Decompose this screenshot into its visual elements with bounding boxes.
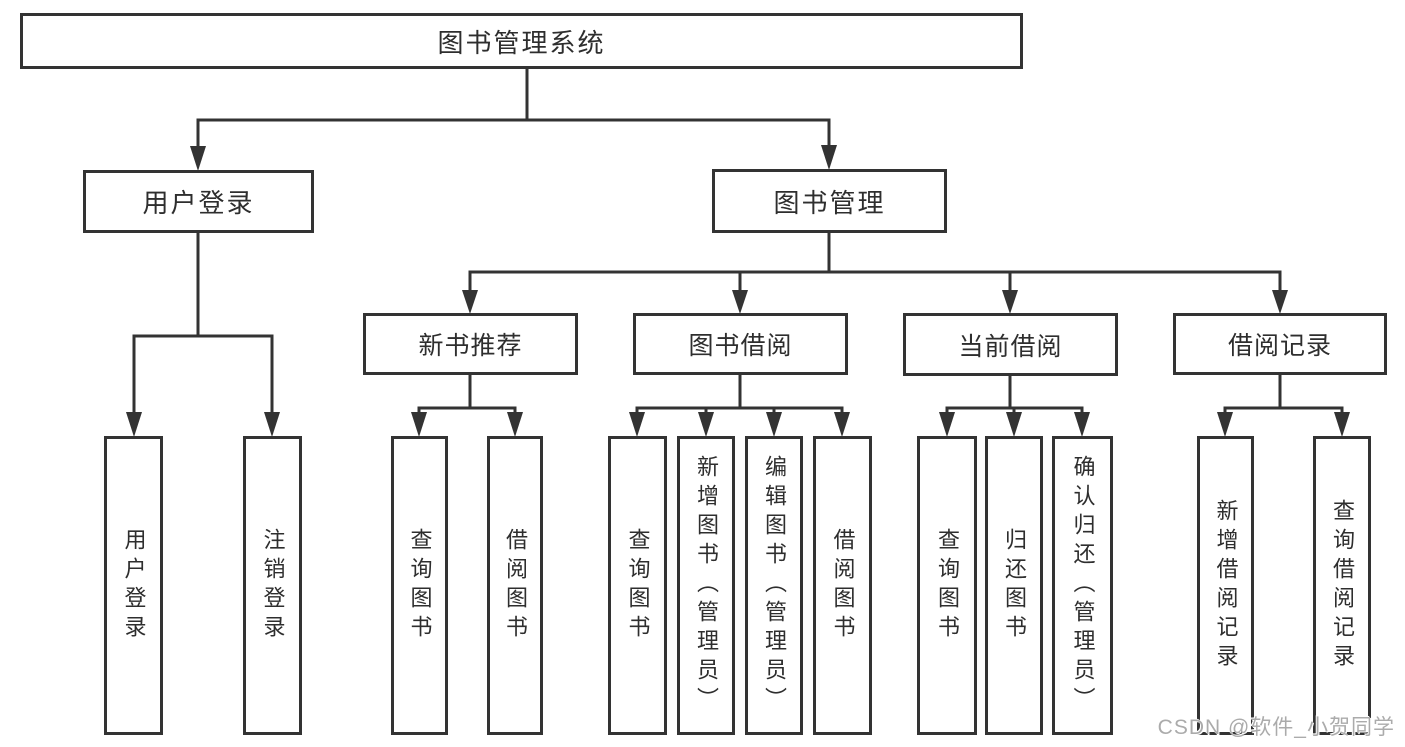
leaf-query-book-1: 查询图书	[391, 436, 448, 735]
node-new-book-recommend: 新书推荐	[363, 313, 578, 375]
arrowhead	[264, 412, 280, 437]
arrowhead	[507, 412, 523, 437]
connector-book-borrow	[635, 373, 844, 418]
node-book-management: 图书管理	[712, 169, 947, 233]
leaf-edit-book-admin: 编辑图书（管理员）	[745, 436, 803, 735]
node-borrow-record: 借阅记录	[1173, 313, 1387, 375]
node-label: 编辑图书（管理员）	[762, 455, 787, 716]
leaf-borrow-book-1: 借阅图书	[487, 436, 543, 735]
node-label: 查询图书	[625, 527, 651, 644]
leaf-query-book-2: 查询图书	[608, 436, 667, 735]
arrowhead	[1006, 412, 1022, 437]
node-book-borrow: 图书借阅	[633, 313, 848, 375]
arrowhead	[462, 290, 478, 314]
leaf-user-login: 用户登录	[104, 436, 163, 735]
arrowhead	[411, 412, 427, 437]
csdn-watermark: CSDN @软件_小贺同学	[1157, 716, 1395, 739]
node-current-borrow: 当前借阅	[903, 313, 1118, 376]
leaf-add-borrow-record: 新增借阅记录	[1197, 436, 1254, 735]
node-label: 查询图书	[935, 527, 960, 644]
connector-user-login	[132, 231, 274, 418]
node-label: 新增图书（管理员）	[694, 455, 719, 716]
connector-borrow-record	[1223, 373, 1344, 418]
leaf-confirm-return-admin: 确认归还（管理员）	[1052, 436, 1113, 735]
node-label: 新增借阅记录	[1213, 498, 1239, 673]
node-label: 归还图书	[1002, 527, 1027, 644]
leaf-query-book-3: 查询图书	[917, 436, 977, 735]
arrowhead	[190, 146, 206, 171]
node-label: 查询图书	[407, 527, 433, 644]
node-label: 借阅记录	[1227, 332, 1332, 360]
node-label: 查询借阅记录	[1330, 498, 1355, 673]
connector-root	[196, 67, 831, 152]
leaf-add-book-admin: 新增图书（管理员）	[677, 436, 735, 735]
node-root-library-system: 图书管理系统	[20, 13, 1023, 69]
node-label: 图书管理	[773, 187, 886, 218]
arrowhead	[766, 412, 782, 437]
connector-book-management	[468, 231, 1282, 296]
arrowhead	[629, 412, 645, 437]
node-label: 借阅图书	[503, 527, 528, 644]
node-label: 新书推荐	[418, 332, 523, 360]
node-label: 借阅图书	[830, 527, 856, 644]
arrowhead	[1272, 290, 1288, 314]
node-label: 确认归还（管理员）	[1070, 455, 1096, 716]
node-user-login: 用户登录	[83, 170, 314, 233]
node-label: 注销登录	[260, 527, 286, 644]
arrowhead	[939, 412, 955, 437]
leaf-return-book: 归还图书	[985, 436, 1043, 735]
arrowhead	[1074, 412, 1090, 437]
connector-new-book	[417, 373, 517, 418]
arrowhead	[821, 145, 837, 170]
leaf-query-borrow-record: 查询借阅记录	[1313, 436, 1371, 735]
arrowhead	[698, 412, 714, 437]
node-label: 用户登录	[121, 527, 147, 644]
arrowhead	[834, 412, 850, 437]
arrowhead	[126, 412, 142, 437]
arrowhead	[1334, 412, 1350, 437]
node-label: 当前借阅	[958, 332, 1063, 361]
node-label: 图书借阅	[688, 332, 793, 360]
leaf-borrow-book-2: 借阅图书	[813, 436, 872, 735]
arrowhead	[1002, 290, 1018, 314]
connector-current-borrow	[945, 373, 1084, 418]
leaf-logout: 注销登录	[243, 436, 302, 735]
node-label: 图书管理系统	[437, 27, 606, 58]
arrowhead	[732, 290, 748, 314]
node-label: 用户登录	[142, 188, 255, 218]
arrowhead	[1217, 412, 1233, 437]
